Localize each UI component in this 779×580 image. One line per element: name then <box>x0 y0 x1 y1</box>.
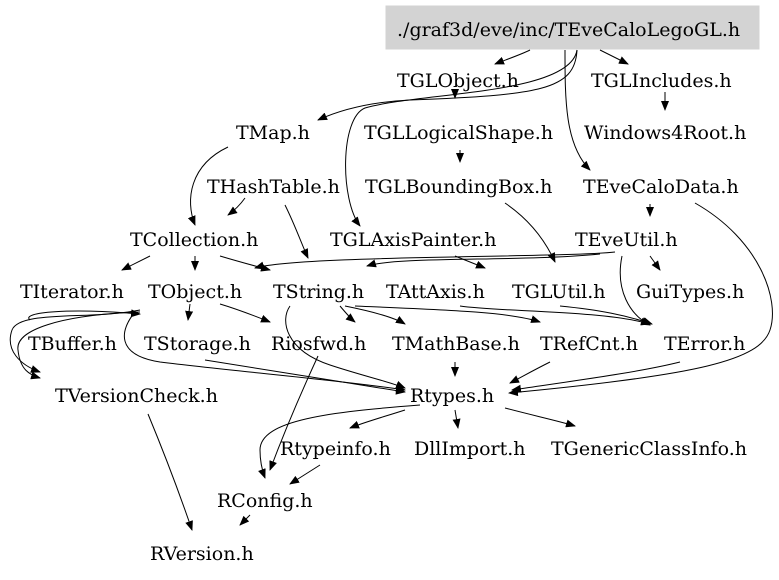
edge-root-tevecalodata <box>564 49 591 171</box>
edge-rtypes-tgenericclassinfo <box>504 407 576 428</box>
node-tevecalodata[interactable]: TEveCaloData.h <box>583 176 739 198</box>
node-rconfig[interactable]: RConfig.h <box>217 490 313 512</box>
node-tstring[interactable]: TString.h <box>273 281 364 303</box>
nodes: ./graf3d/eve/inc/TEveCaloLegoGL.h TGLObj… <box>20 19 747 565</box>
node-teveutil[interactable]: TEveUtil.h <box>575 229 678 251</box>
edge-root-tglaxispainter <box>345 49 578 227</box>
node-tmap[interactable]: TMap.h <box>236 122 310 144</box>
edge-root-tmap <box>317 49 578 121</box>
node-riosfwd[interactable]: Riosfwd.h <box>271 333 366 355</box>
node-tgllogicalshape[interactable]: TGLLogicalShape.h <box>364 122 553 144</box>
edge-rtypeinfo-rconfig <box>289 464 321 485</box>
edge-teveutil-tglutil <box>366 253 601 268</box>
edge-thashtable-tstring <box>284 204 309 259</box>
node-terror[interactable]: TError.h <box>664 333 745 355</box>
edge-teveutil-guitypes <box>649 255 661 271</box>
node-thashtable[interactable]: THashTable.h <box>207 176 340 198</box>
node-rtypes[interactable]: Rtypes.h <box>410 385 494 407</box>
node-tglboundingbox[interactable]: TGLBoundingBox.h <box>365 176 552 198</box>
node-windows4root[interactable]: Windows4Root.h <box>584 122 746 144</box>
edge-tglboundingbox-tglutil <box>504 202 556 263</box>
edge-teveutil-tstring <box>254 251 616 270</box>
node-rtypeinfo[interactable]: Rtypeinfo.h <box>280 438 391 460</box>
edge-tcollection-tstring <box>219 255 271 272</box>
edge-tmap-tcollection <box>187 146 229 226</box>
edge-tobject-tstorage <box>185 303 194 321</box>
edge-tevecalodata-rtypes <box>508 202 773 397</box>
node-tglutil[interactable]: TGLUtil.h <box>512 281 606 303</box>
edge-tversioncheck-rversion <box>147 413 193 531</box>
node-tglincludes[interactable]: TGLIncludes.h <box>591 70 732 92</box>
edge-rtypes-rconfig <box>258 404 421 479</box>
edge-tstring-rtypes <box>285 305 406 389</box>
edge-tobject-tversioncheck <box>17 311 141 380</box>
edge-rtypes-rtypeinfo <box>349 409 406 429</box>
edge-terror-rtypes <box>511 361 681 393</box>
node-root[interactable]: ./graf3d/eve/inc/TEveCaloLegoGL.h <box>397 19 740 41</box>
node-tglobject[interactable]: TGLObject.h <box>397 70 519 92</box>
edge-tattaxis-rtypes <box>459 305 651 326</box>
root-node-box <box>385 5 760 50</box>
edge-tstring-tmathbase <box>344 305 406 325</box>
edge-tstring-riosfwd <box>339 305 356 323</box>
edge-rconfig-rversion <box>239 514 251 526</box>
edge-rtypes-dllimport <box>452 409 461 429</box>
edge-thashtable-tcollection <box>227 197 246 216</box>
node-trefcnt[interactable]: TRefCnt.h <box>540 333 638 355</box>
node-tstorage[interactable]: TStorage.h <box>144 333 251 355</box>
edge-tbuffer-tobject <box>28 309 141 321</box>
edge-tstorage-rtypes <box>204 359 406 395</box>
edge-root-tglobject <box>494 49 531 65</box>
edge-tstring-trefcnt <box>354 305 541 323</box>
node-titerator[interactable]: TIterator.h <box>20 281 124 303</box>
node-dllimport[interactable]: DllImport.h <box>414 438 526 460</box>
node-tversioncheck[interactable]: TVersionCheck.h <box>55 385 218 407</box>
edge-tglaxispainter-tattaxis <box>454 255 486 269</box>
node-tbuffer[interactable]: TBuffer.h <box>28 333 117 355</box>
node-tmathbase[interactable]: TMathBase.h <box>392 333 520 355</box>
edge-tobject-riosfwd <box>219 303 271 323</box>
node-tglaxispainter[interactable]: TGLAxisPainter.h <box>330 229 496 251</box>
node-tcollection[interactable]: TCollection.h <box>130 229 258 251</box>
edge-root-tglincludes <box>599 49 629 65</box>
edge-riosfwd-rconfig <box>269 355 319 471</box>
node-tgenericclassinfo[interactable]: TGenericClassInfo.h <box>551 438 747 460</box>
node-tattaxis[interactable]: TAttAxis.h <box>386 281 485 303</box>
edge-tglutil-terror <box>559 305 653 325</box>
node-tobject[interactable]: TObject.h <box>148 281 242 303</box>
edge-trefcnt-rtypes <box>509 361 551 384</box>
edge-tcollection-titerator <box>121 255 151 271</box>
node-guitypes[interactable]: GuiTypes.h <box>636 281 744 303</box>
edges <box>9 49 773 531</box>
node-rversion[interactable]: RVersion.h <box>150 543 254 565</box>
